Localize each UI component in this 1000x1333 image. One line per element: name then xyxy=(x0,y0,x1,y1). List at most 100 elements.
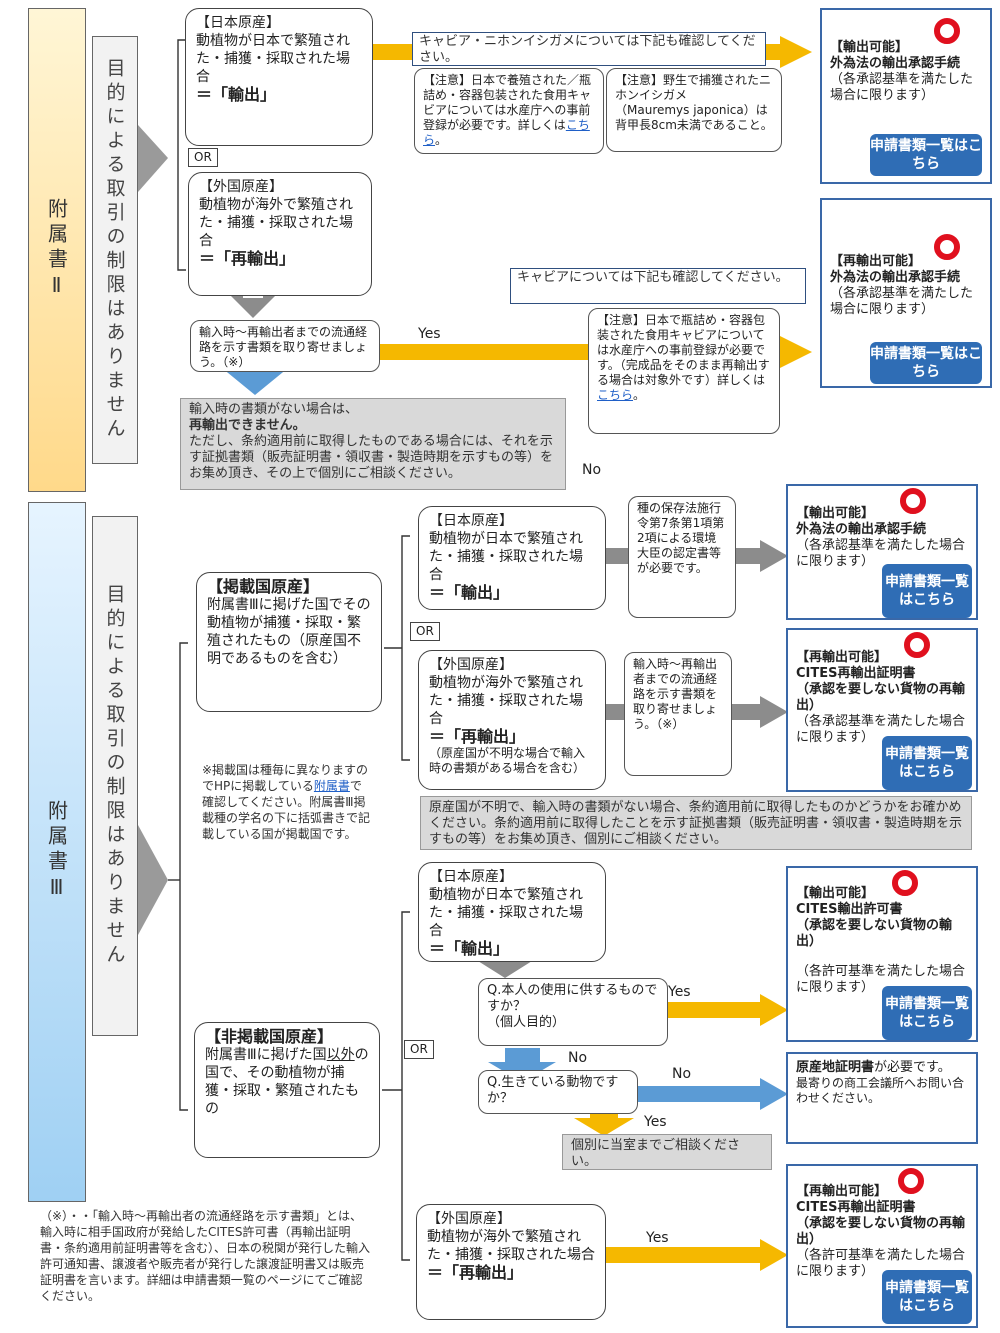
caviar-note-2: キャビアについては下記も確認してください。 xyxy=(510,268,806,304)
caution-text: 【注意】日本で養殖された／瓶詰め・容器包装された食用キャビアについては水産庁への… xyxy=(423,73,592,132)
circle-ok-icon xyxy=(900,488,926,514)
circle-ok-icon xyxy=(898,1168,924,1194)
result-head: 【再輸出可能】 xyxy=(796,1184,888,1199)
box-head: 【外国原産】 xyxy=(429,657,513,673)
appendix2-purpose: 目的による取引の制限はありません xyxy=(92,36,138,464)
box-head: 【日本原産】 xyxy=(429,513,513,529)
no-docs-detail: ただし、条約適用前に取得したものである場合には、それを示す証拠書類（販売証明書・… xyxy=(189,434,554,481)
yes-label: Yes xyxy=(646,1230,669,1246)
purpose-text: 目的による取引の制限はありません xyxy=(103,584,126,968)
appendix2-label: 附属書Ⅱ xyxy=(28,8,86,492)
yes-label: Yes xyxy=(418,326,441,342)
a2-no-docs-box: 輸入時の書類がない場合は、 再輸出できません。 ただし、条約適用前に取得したもの… xyxy=(180,398,566,490)
a2-jp-origin-box: 【日本原産】 動植物が日本で繁殖された・捕獲・採取された場合 ＝「輸出」 xyxy=(185,8,373,146)
result-sub2: （承認を要しない貨物の輸出） xyxy=(796,918,953,949)
box-head: 【非掲載国原産】 xyxy=(205,1027,334,1046)
box-body-end: の国で、その動植物が捕獲・採取・繁殖されたもの xyxy=(205,1047,369,1117)
box-result: ＝「再輸出」 xyxy=(429,727,526,746)
species-law-box: 種の保存法施行令第7条第1項第2項による環境大臣の認定書等が必要です。 xyxy=(628,496,736,618)
result-sub2: （承認を要しない貨物の再輸出） xyxy=(796,682,966,713)
caution-text: （Mauremys japonica）は背甲長8cm未満であること。 xyxy=(615,103,773,132)
box-head: 【日本原産】 xyxy=(429,869,513,885)
a3-route-docs-box: 輸入時～再輸出者までの流通経路を示す書類を取り寄せましょう。（※） xyxy=(624,652,732,776)
result-head: 【輸出可能】 xyxy=(796,886,875,901)
a3-nonlisted-box: 【非掲載国原産】 附属書Ⅲに掲げた国以外の国で、その動植物が捕獲・採取・繁殖され… xyxy=(194,1022,380,1158)
forms-list-button[interactable]: 申請書類一覧はこちら xyxy=(870,342,982,384)
appendix2-label-text: 附属書Ⅱ xyxy=(44,198,69,302)
a3-foreign-origin2-box: 【外国原産】 動植物が海外で繁殖された・捕獲・採取された場合 ＝「再輸出」 xyxy=(416,1204,606,1320)
box-body: 動植物が海外で繁殖された・捕獲・採取された場合 xyxy=(199,197,353,249)
box-result: ＝「再輸出」 xyxy=(427,1263,524,1282)
or-tag: OR xyxy=(188,148,218,167)
appendix3-label-text: 附属書Ⅲ xyxy=(44,800,69,904)
a3-result-export1: 【輸出可能】 外為法の輸出承認手続 （各承認基準を満たした場合に限ります） 申請… xyxy=(786,484,978,620)
forms-list-button[interactable]: 申請書類一覧はこちら xyxy=(882,736,972,790)
box-body: 附属書Ⅲに掲げた国でその動植物が捕獲・採取・繁殖されたもの（原産国不明であるもの… xyxy=(207,597,371,667)
result-body: （各許可基準を満たした場合に限ります） xyxy=(796,1248,966,1279)
no-docs-text: 輸入時の書類がない場合は、 xyxy=(189,402,359,417)
result-body: （各許可基準を満たした場合に限ります） xyxy=(796,964,966,995)
blue-down-arrow xyxy=(222,368,288,395)
a3-jp-origin2-box: 【日本原産】 動植物が日本で繁殖された・捕獲・採取された場合 ＝「輸出」 xyxy=(418,862,606,962)
a3-jp-origin-box: 【日本原産】 動植物が日本で繁殖された・捕獲・採取された場合 ＝「輸出」 xyxy=(418,506,606,610)
a2-result-reexport: 【再輸出可能】 外為法の輸出承認手続 （各承認基準を満たした場合に限ります） 申… xyxy=(820,198,992,388)
caviar-link-2[interactable]: こちら xyxy=(597,388,634,402)
box-note: （原産国が不明な場合で輸入時の書類がある場合を含む） xyxy=(429,746,586,775)
result-head: 【輸出可能】 xyxy=(830,40,909,55)
bracket xyxy=(401,911,410,1261)
blue-down-arrow xyxy=(488,1048,556,1082)
a3-result-export2: 【輸出可能】 CITES輸出許可書 （承認を要しない貨物の輸出） （各許可基準を… xyxy=(786,866,978,1042)
origin-cert-body: 最寄りの商工会議所へお問い合わせください。 xyxy=(796,1076,965,1105)
caution-text: 【注意】日本で瓶詰め・容器包装された食用キャビアについては水産庁への事前登録が必… xyxy=(597,313,770,387)
caviar-link[interactable]: こちら xyxy=(423,118,590,147)
a3-result-reexport2: 【再輸出可能】 CITES再輸出証明書 （承認を要しない貨物の再輸出） （各許可… xyxy=(786,1164,978,1328)
yellow-arrow xyxy=(668,994,788,1026)
circle-ok-icon xyxy=(904,632,930,658)
caviar-note: キャビア・ニホンイシガメについては下記も確認してください。 xyxy=(412,32,766,66)
no-label: No xyxy=(568,1050,588,1066)
box-body: 動植物が日本で繁殖された・捕獲・採取された場合 xyxy=(196,33,350,85)
forms-list-button[interactable]: 申請書類一覧はこちら xyxy=(882,564,972,618)
question-text: Q.本人の使用に供するものですか？ xyxy=(487,983,658,1014)
note-text: ※掲載国は種毎に異なりますのでHPに掲載している xyxy=(202,763,369,793)
forms-list-button[interactable]: 申請書類一覧はこちら xyxy=(882,986,972,1040)
blue-arrow xyxy=(638,1078,788,1110)
result-body: （各承認基準を満たした場合に限ります） xyxy=(796,714,966,745)
no-docs-bold: 再輸出できません。 xyxy=(189,418,306,433)
appendix3-purpose: 目的による取引の制限はありません xyxy=(92,516,138,1036)
note-text-end: で確認してください。附属書Ⅲ掲載種の学名の下に括弧書きで記載している国が掲載国で… xyxy=(202,779,371,841)
a2-result-export: 【輸出可能】 外為法の輸出承認手続 （各承認基準を満たした場合に限ります） 申請… xyxy=(820,8,992,184)
result-body: （各承認基準を満たした場合に限ります） xyxy=(830,286,974,317)
or-tag: OR xyxy=(410,622,440,641)
result-body: （各承認基準を満たした場合に限ります） xyxy=(830,72,974,103)
purpose-text: 目的による取引の制限はありません xyxy=(103,58,126,442)
box-body: 動植物が海外で繁殖された・捕獲・採取された場合 xyxy=(427,1229,595,1263)
a3-listed-note: ※掲載国は種毎に異なりますのでHPに掲載している附属書で確認してください。附属書… xyxy=(202,762,372,842)
consult-box: 個別に当室までご相談ください。 xyxy=(562,1134,772,1170)
result-head: 【輸出可能】 xyxy=(796,506,875,521)
forms-list-button[interactable]: 申請書類一覧はこちら xyxy=(870,134,982,176)
result-sub2: （承認を要しない貨物の再輸出） xyxy=(796,1216,966,1247)
caution-text: 【注意】野生で捕獲されたニホンイシガメ xyxy=(615,73,772,102)
box-body: 動植物が日本で繁殖された・捕獲・採取された場合 xyxy=(429,887,583,939)
or-tag: OR xyxy=(404,1040,434,1059)
a2-foreign-origin-box: 【外国原産】 動植物が海外で繁殖された・捕獲・採取された場合 ＝「再輸出」 xyxy=(188,172,372,296)
forms-list-button[interactable]: 申請書類一覧はこちら xyxy=(882,1270,972,1324)
bracket xyxy=(177,39,186,271)
yes-label: Yes xyxy=(668,984,691,1000)
chevron-arrow xyxy=(138,825,168,935)
box-body-underline: 以外 xyxy=(326,1047,355,1063)
circle-ok-icon xyxy=(934,18,960,44)
appendix3-label: 附属書Ⅲ xyxy=(28,502,86,1202)
box-result: ＝「再輸出」 xyxy=(199,249,296,268)
caution-text-end: 。 xyxy=(435,133,448,147)
box-body: 附属書Ⅲに掲げた国 xyxy=(205,1047,327,1063)
box-body: 動植物が海外で繁殖された・捕獲・採取された場合 xyxy=(429,675,583,727)
caution-text-end: 。 xyxy=(633,388,646,402)
box-head: 【日本原産】 xyxy=(196,15,280,31)
circle-ok-icon xyxy=(892,870,918,896)
box-result: ＝「輸出」 xyxy=(429,939,510,958)
result-sub: CITES再輸出証明書 xyxy=(796,1200,916,1215)
appendix-link[interactable]: 附属書 xyxy=(313,779,350,793)
a2-route-docs-box: 輸入時～再輸出者までの流通経路を示す書類を取り寄せましょう。（※） xyxy=(190,320,380,372)
